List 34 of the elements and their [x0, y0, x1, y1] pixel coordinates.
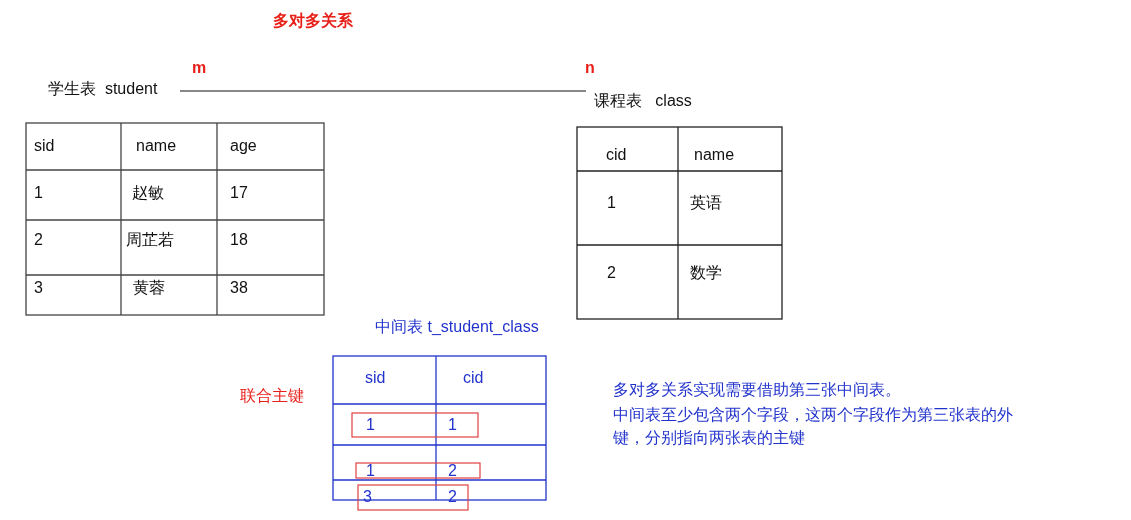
diagram-title: 多对多关系: [273, 11, 353, 31]
table-value: 17: [230, 183, 248, 203]
table-value: 2: [607, 263, 616, 283]
column-header: age: [230, 136, 257, 156]
column-header: sid: [365, 368, 386, 388]
column-header: name: [694, 145, 735, 165]
table-value: 3: [34, 278, 43, 298]
table-name: 课程表 class: [594, 91, 692, 111]
column-header: name: [136, 136, 177, 156]
note-text: 多对多关系实现需要借助第三张中间表。: [613, 380, 901, 400]
table-name: 学生表 student: [48, 79, 158, 99]
column-header: cid: [606, 145, 627, 165]
cardinality-label: n: [585, 58, 595, 78]
table-value: 18: [230, 230, 248, 250]
table-value: 数学: [690, 263, 722, 283]
table-value: 英语: [690, 193, 722, 213]
table-value: 周芷若: [126, 230, 174, 250]
table-value: 38: [230, 278, 248, 298]
note-text: 中间表至少包含两个字段，这两个字段作为第三张表的外键，分别指向两张表的主键: [613, 405, 1014, 448]
table-value: 2: [448, 461, 457, 481]
table-value: 1: [607, 193, 616, 213]
table-value: 赵敏: [132, 183, 164, 203]
column-header: sid: [34, 136, 55, 156]
table-value: 1: [366, 461, 375, 481]
table-value: 1: [448, 415, 457, 435]
annotation-label: 联合主键: [240, 386, 304, 406]
column-header: cid: [463, 368, 484, 388]
relationship-line: [179, 90, 587, 92]
table-value: 1: [34, 183, 43, 203]
table-name: 中间表 t_student_class: [375, 317, 539, 337]
table-value: 2: [34, 230, 43, 250]
table-value: 黄蓉: [133, 278, 165, 298]
cardinality-label: m: [192, 58, 207, 78]
table-value: 1: [366, 415, 375, 435]
